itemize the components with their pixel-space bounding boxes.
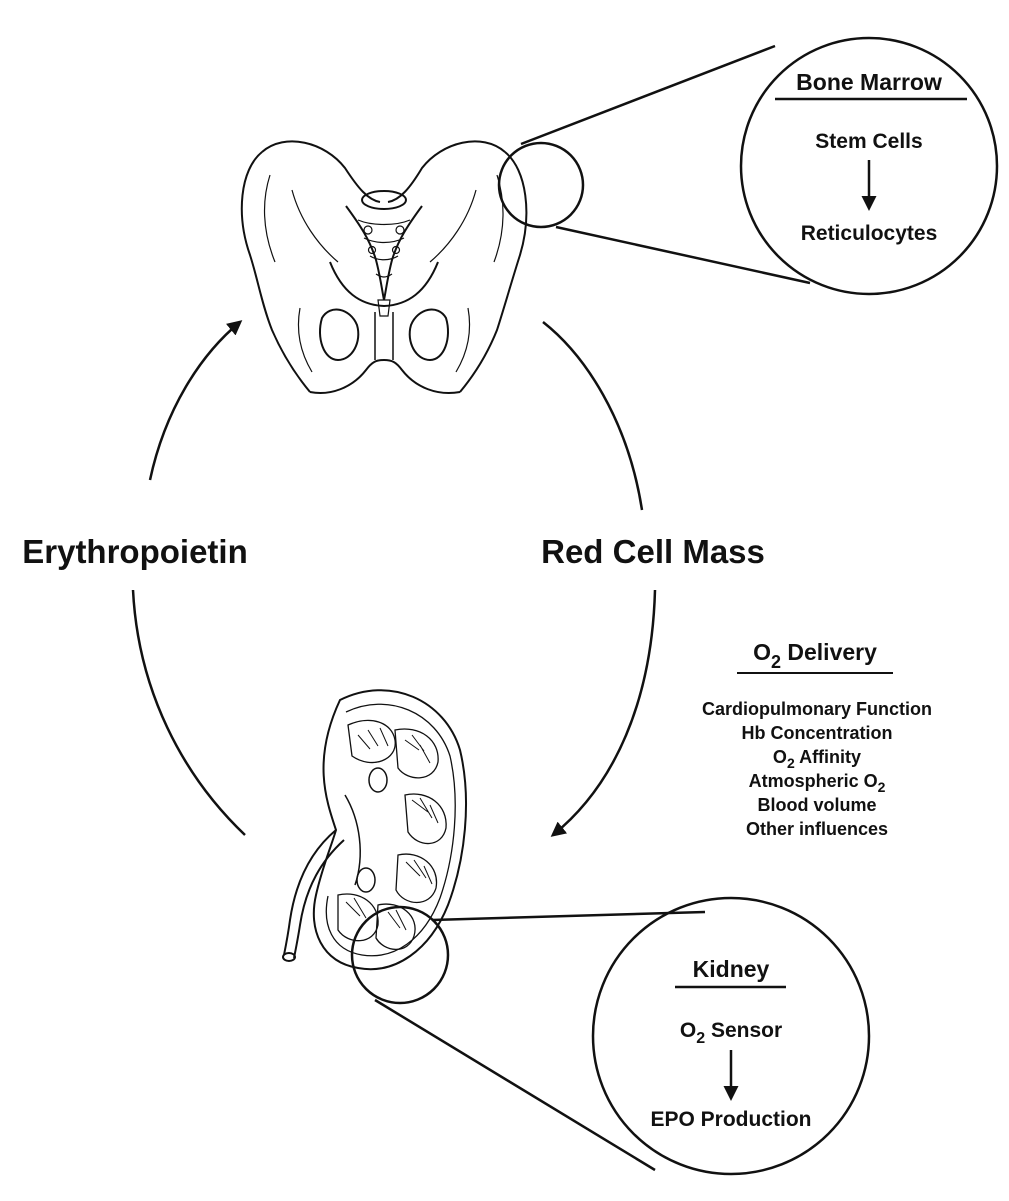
erythropoietin-arc-lower bbox=[133, 590, 245, 835]
factor-blood-volume: Blood volume bbox=[757, 795, 876, 815]
factor-other-influences: Other influences bbox=[746, 819, 888, 839]
reticulocytes-label: Reticulocytes bbox=[801, 222, 938, 245]
pelvis-zoom-circle bbox=[499, 143, 583, 227]
erythropoietin-arrow-up bbox=[150, 322, 240, 480]
erythropoietin-label: Erythropoietin bbox=[22, 533, 248, 570]
pelvis-illustration bbox=[242, 141, 527, 393]
kidney-zoom bbox=[352, 898, 869, 1174]
o2-sensor-label: O2 Sensor bbox=[680, 1019, 782, 1047]
red-cell-mass-label: Red Cell Mass bbox=[541, 533, 765, 570]
factor-hb-concentration: Hb Concentration bbox=[742, 723, 893, 743]
factor-o2-affinity: O2 Affinity bbox=[773, 747, 861, 771]
epo-production-label: EPO Production bbox=[650, 1108, 811, 1131]
stem-cells-label: Stem Cells bbox=[815, 130, 922, 153]
bone-marrow-title: Bone Marrow bbox=[796, 69, 942, 95]
o2-delivery-title: O2 Delivery bbox=[753, 639, 877, 672]
factor-cardiopulmonary: Cardiopulmonary Function bbox=[702, 699, 932, 719]
factor-atmospheric-o2: Atmospheric O2 bbox=[749, 771, 886, 795]
red-cell-mass-arc-upper bbox=[543, 322, 642, 510]
red-cell-mass-arrow-down bbox=[553, 590, 655, 835]
kidney-title: Kidney bbox=[693, 956, 770, 982]
